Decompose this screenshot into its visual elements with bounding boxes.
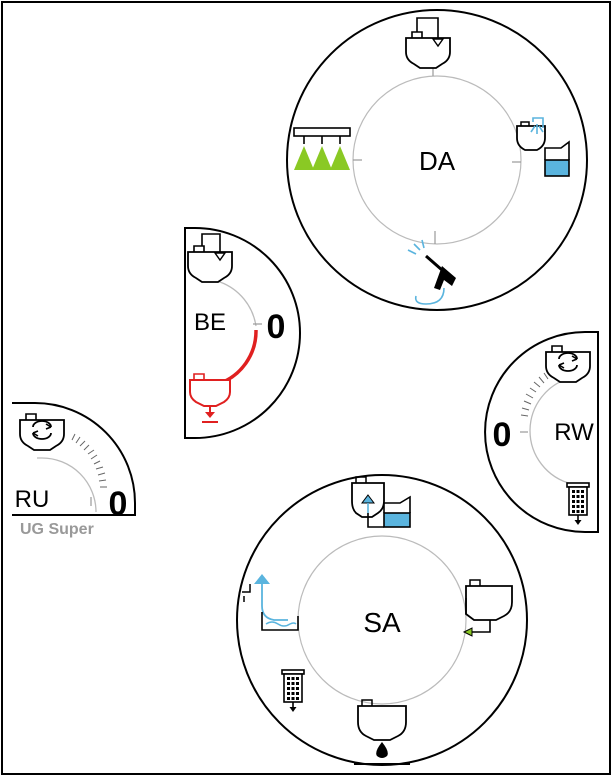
- dial-da: DA: [286, 9, 588, 311]
- dial-sa: SA: [236, 474, 528, 766]
- tank-circulate-icon[interactable]: [19, 413, 65, 451]
- dial-rw-label: RW: [554, 419, 594, 446]
- tank-fill-icon[interactable]: [405, 17, 451, 69]
- tank-drip-icon[interactable]: [354, 699, 410, 765]
- water-source-icon[interactable]: [242, 574, 299, 631]
- tank-rinse-icon[interactable]: [516, 117, 570, 177]
- tank-drain-icon[interactable]: [189, 373, 231, 423]
- dial-ru: RU 0 UG Super: [12, 402, 136, 538]
- tank-return-icon[interactable]: [462, 579, 513, 637]
- dial-be: BE 0: [184, 227, 301, 439]
- dial-ru-label: RU: [15, 486, 50, 513]
- dial-be-value: 0: [267, 308, 286, 346]
- dial-rw-value: 0: [493, 416, 512, 454]
- dial-rw: RW 0: [484, 331, 599, 533]
- tank-fill-icon[interactable]: [187, 233, 233, 283]
- dial-be-label: BE: [194, 309, 226, 336]
- dial-sa-label: SA: [363, 607, 401, 638]
- dial-ru-ticks: [71, 433, 107, 488]
- dial-da-label: DA: [419, 146, 456, 176]
- dial-ru-value: 0: [109, 485, 128, 523]
- tank-transfer-icon[interactable]: [351, 476, 411, 528]
- dial-ru-sublabel: UG Super: [20, 521, 94, 538]
- dial-da-outer: [286, 9, 588, 311]
- boom-spray-icon[interactable]: [293, 127, 351, 170]
- pressure-washer-icon[interactable]: [407, 239, 456, 305]
- tank-circulate-icon[interactable]: [545, 345, 591, 383]
